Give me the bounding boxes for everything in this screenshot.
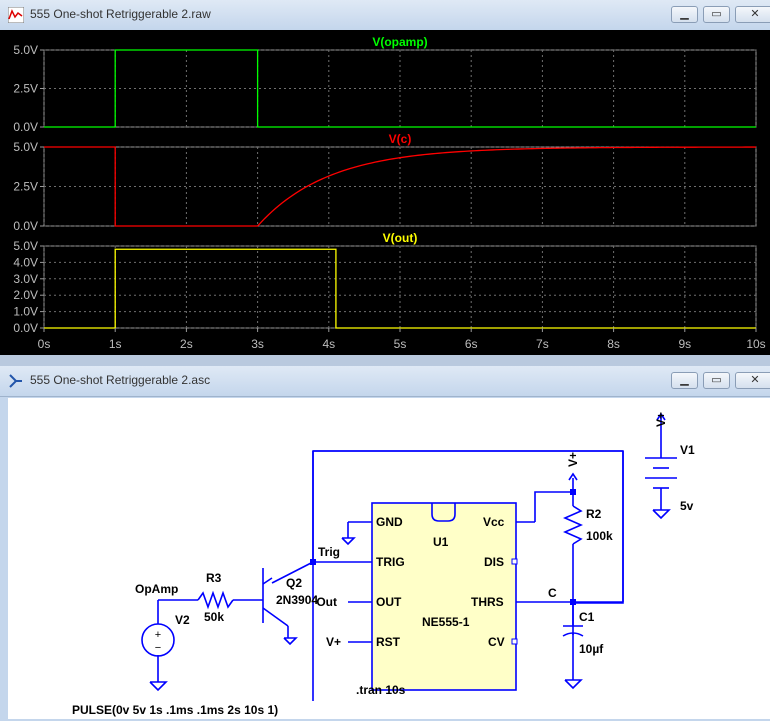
y-tick-label: 3.0V xyxy=(13,272,38,286)
out-net-label: Out xyxy=(316,595,337,609)
gnd-pin-label: GND xyxy=(376,515,403,529)
waveform-pane[interactable]: 5.0V 2.5V 0.0V V(c) xyxy=(13,132,757,233)
v1-vplus-label: V+ xyxy=(654,412,668,427)
thrs-pin-label: THRS xyxy=(471,595,504,609)
dis-pin-open xyxy=(511,558,518,565)
y-tick-label: 5.0V xyxy=(13,43,38,57)
y-tick-label: 5.0V xyxy=(13,140,38,154)
q2-label: Q2 xyxy=(286,576,302,590)
y-tick-label: 2.5V xyxy=(13,82,38,96)
restore-button[interactable]: ▭ xyxy=(703,372,730,389)
restore-icon: ▭ xyxy=(711,8,722,20)
x-tick-label: 2s xyxy=(180,337,193,351)
trig-net-label: Trig xyxy=(318,545,340,559)
trace-title[interactable]: V(c) xyxy=(389,132,412,146)
y-tick-label: 4.0V xyxy=(13,255,38,269)
ltspice-schematic-icon xyxy=(9,374,22,388)
y-tick-label: 2.5V xyxy=(13,180,38,194)
waveform-pane[interactable]: 5.0V 4.0V 3.0V 2.0V 1.0V 0.0V V(out) xyxy=(13,231,757,335)
pulse-directive: PULSE(0v 5v 1s .1ms .1ms 2s 10s 1) xyxy=(72,703,278,717)
dis-pin-label: DIS xyxy=(484,555,504,569)
x-tick-label: 1s xyxy=(109,337,122,351)
y-tick-label: 0.0V xyxy=(13,321,38,335)
y-tick-label: 5.0V xyxy=(13,239,38,253)
waveform-pane[interactable]: 5.0V 2.5V 0.0V V(opamp) xyxy=(13,35,757,134)
trig-pin-label: TRIG xyxy=(376,555,405,569)
r2-label: R2 xyxy=(586,507,602,521)
x-tick-label: 7s xyxy=(536,337,549,351)
minimize-icon: ▁ xyxy=(680,374,689,386)
ne555-chip[interactable] xyxy=(371,502,517,691)
close-button[interactable]: ✕ xyxy=(735,372,770,389)
vcc-pin-label: Vcc xyxy=(483,515,505,529)
c-junction xyxy=(570,599,576,605)
x-tick-label: 6s xyxy=(465,337,478,351)
v2-source[interactable] xyxy=(141,623,175,657)
schematic-title-bar[interactable]: 555 One-shot Retriggerable 2.asc ▁ ▭ ✕ xyxy=(0,366,770,397)
r3-value: 50k xyxy=(204,610,224,624)
plus-sign: + xyxy=(155,629,161,641)
x-tick-label: 5s xyxy=(394,337,407,351)
opamp-net-label: OpAmp xyxy=(135,582,178,596)
v2-label: V2 xyxy=(175,613,190,627)
minus-sign: − xyxy=(155,642,161,654)
minimize-button[interactable]: ▁ xyxy=(671,6,698,23)
rst-vplus-label: V+ xyxy=(326,635,341,649)
vplus-junction xyxy=(570,489,576,495)
trace-line xyxy=(44,49,756,128)
trace-line xyxy=(44,248,756,329)
minimize-icon: ▁ xyxy=(680,8,689,20)
v1-label: V1 xyxy=(680,443,695,457)
y-tick-label: 1.0V xyxy=(13,305,38,319)
trace-line xyxy=(44,146,757,227)
y-tick-label: 0.0V xyxy=(13,219,38,233)
plot-window-title: 555 One-shot Retriggerable 2.raw xyxy=(30,7,211,21)
schematic-window-title: 555 One-shot Retriggerable 2.asc xyxy=(30,373,211,387)
r3-label: R3 xyxy=(206,571,222,585)
y-tick-label: 0.0V xyxy=(13,120,38,134)
minimize-button[interactable]: ▁ xyxy=(671,372,698,389)
cv-pin-open xyxy=(511,638,518,645)
cv-pin-label: CV xyxy=(488,635,505,649)
vplus-top-label: V+ xyxy=(566,452,580,467)
x-tick-label: 9s xyxy=(678,337,691,351)
plot-title-bar[interactable]: 555 One-shot Retriggerable 2.raw ▁ ▭ ✕ xyxy=(0,0,770,31)
x-tick-label: 4s xyxy=(322,337,335,351)
close-button[interactable]: ✕ xyxy=(735,6,770,23)
c1-label: C1 xyxy=(579,610,595,624)
window-gap xyxy=(0,355,770,366)
restore-icon: ▭ xyxy=(711,374,722,386)
trace-title[interactable]: V(opamp) xyxy=(372,35,427,49)
trace-title[interactable]: V(out) xyxy=(383,231,418,245)
close-icon: ✕ xyxy=(750,374,760,386)
x-tick-label: 10s xyxy=(746,337,765,351)
y-tick-label: 2.0V xyxy=(13,288,38,302)
rst-pin-label: RST xyxy=(376,635,401,649)
waveform-viewer-window: 555 One-shot Retriggerable 2.raw ▁ ▭ ✕ 5… xyxy=(0,0,770,355)
schematic-window: 555 One-shot Retriggerable 2.asc ▁ ▭ ✕ xyxy=(0,366,770,721)
c-net-label: C xyxy=(548,586,557,600)
schematic-canvas[interactable]: + − GND TRIG OUT RST Vcc DIS THRS CV U1 … xyxy=(8,398,770,719)
v1-value: 5v xyxy=(680,499,694,513)
waveform-icon xyxy=(8,7,24,23)
q2-model: 2N3904 xyxy=(276,593,318,607)
c1-value: 10µf xyxy=(579,642,604,656)
x-tick-label: 8s xyxy=(607,337,620,351)
chip-notch xyxy=(431,503,456,522)
x-tick-label: 0s xyxy=(38,337,51,351)
x-tick-label: 3s xyxy=(251,337,264,351)
waveform-plot-area[interactable]: 5.0V2.5V0.0VV(opamp)5.0V2.5V0.0VV(c)5.0V… xyxy=(0,30,770,355)
ne555-label: NE555-1 xyxy=(422,615,470,629)
restore-button[interactable]: ▭ xyxy=(703,6,730,23)
u1-label: U1 xyxy=(433,535,449,549)
out-pin-label: OUT xyxy=(376,595,402,609)
tran-directive: .tran 10s xyxy=(356,683,406,697)
r2-value: 100k xyxy=(586,529,613,543)
close-icon: ✕ xyxy=(750,8,760,20)
trig-junction xyxy=(310,559,316,565)
